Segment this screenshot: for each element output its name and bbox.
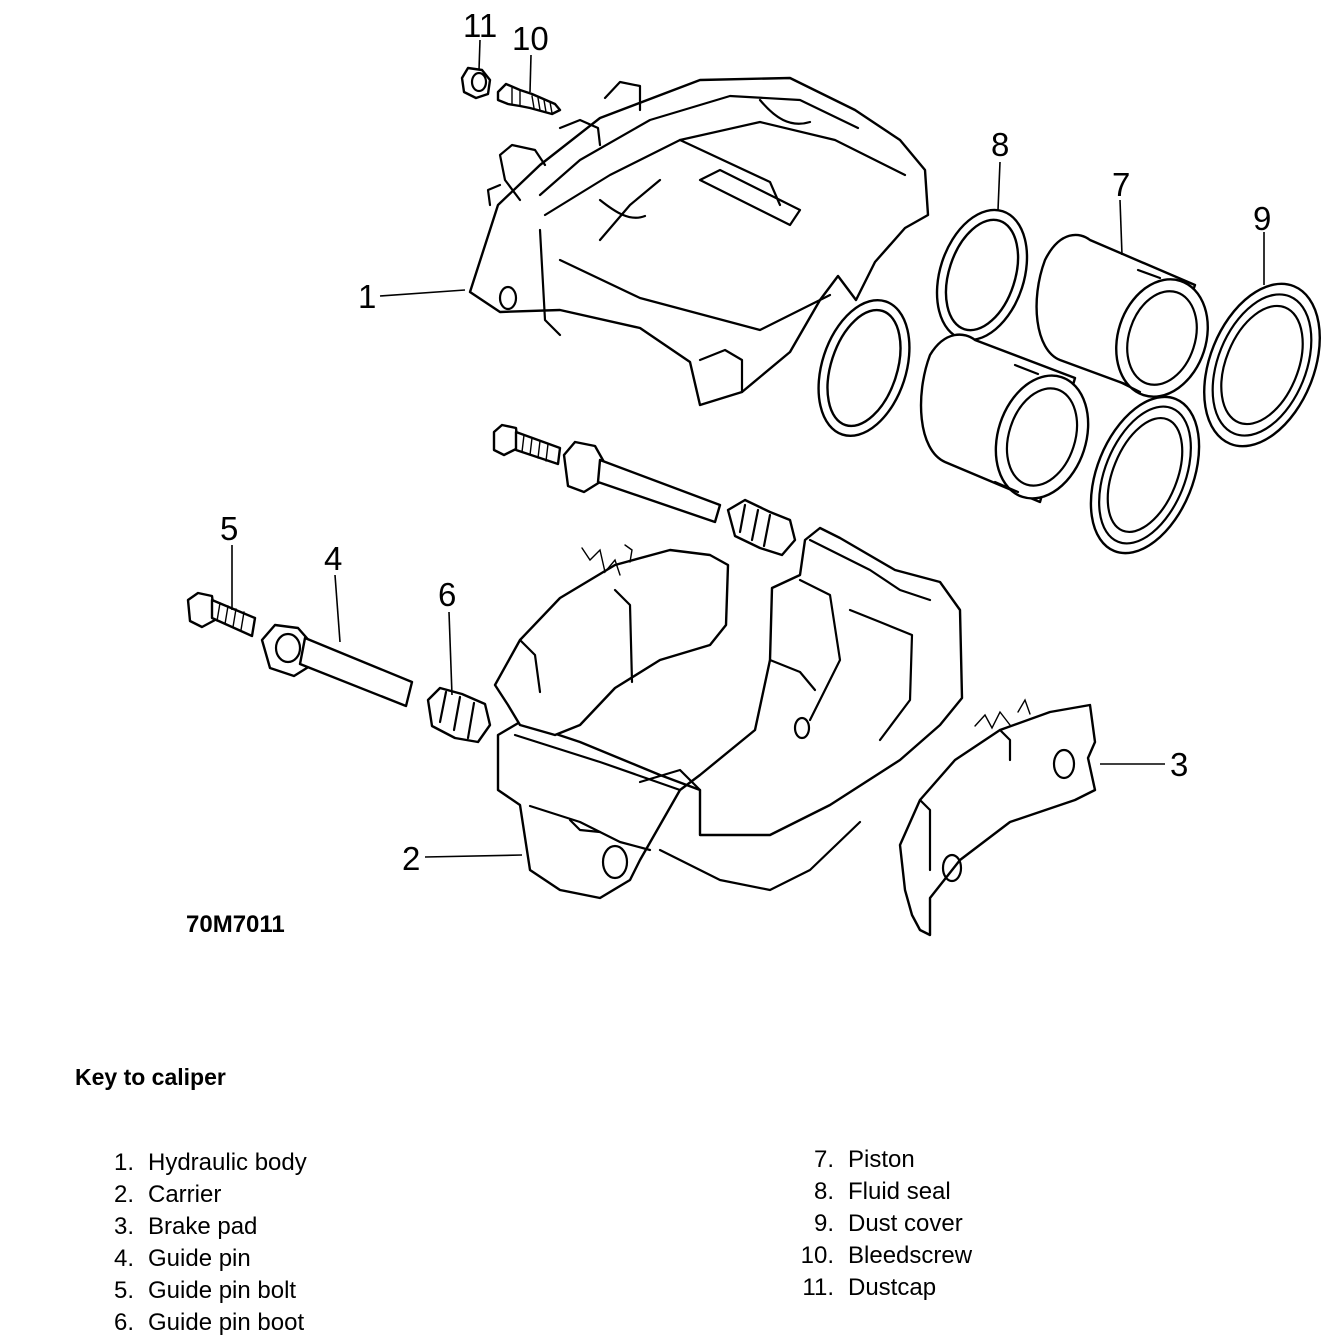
key-item-label: Carrier — [148, 1181, 222, 1208]
key-item: 1. Hydraulic body — [92, 1147, 307, 1179]
key-item: 5. Guide pin bolt — [92, 1275, 307, 1307]
inner-brake-pad-part — [493, 544, 730, 737]
key-item: 3. Brake pad — [92, 1211, 307, 1243]
key-item: 8. Fluid seal — [792, 1176, 972, 1208]
leader-line-2 — [424, 854, 523, 858]
key-item-number: 7. — [813, 1146, 834, 1173]
key-item-label: Brake pad — [148, 1213, 258, 1240]
key-item-number: 4. — [113, 1245, 134, 1272]
leader-line-10 — [529, 54, 532, 93]
key-item-number: 9. — [813, 1210, 834, 1237]
key-item-number: 3. — [113, 1213, 134, 1240]
key-list-left: 1. Hydraulic body 2. Carrier 3. Brake pad 4… — [92, 1147, 307, 1339]
leader-lines — [231, 39, 1265, 858]
hydraulic-body-part — [468, 76, 930, 407]
fluid-seal-part — [817, 208, 1029, 438]
key-item-label: Piston — [848, 1146, 915, 1173]
key-item-number: 6. — [113, 1309, 134, 1336]
callout-4: 4 — [324, 540, 342, 577]
guide-pin-boot-part — [426, 686, 492, 744]
key-item: 9. Dust cover — [792, 1208, 972, 1240]
leader-line-4 — [334, 574, 341, 643]
callout-6: 6 — [438, 576, 456, 613]
dustcap-part — [460, 66, 492, 100]
leader-line-7 — [1119, 199, 1123, 256]
key-item: 6. Guide pin boot — [92, 1307, 307, 1339]
key-list-right: 7. Piston 8. Fluid seal 9. Dust cover 10. Bl… — [792, 1144, 972, 1304]
leader-line-6 — [448, 611, 453, 696]
key-item: 7. Piston — [792, 1144, 972, 1176]
callout-1: 1 — [358, 278, 376, 315]
callout-7: 7 — [1112, 166, 1130, 203]
key-item-label: Bleedscrew — [848, 1242, 973, 1269]
upper-guide-pin-assembly — [492, 423, 797, 557]
callout-labels: 1 2 3 4 5 6 7 8 9 10 11 — [220, 7, 1271, 877]
piston-part — [919, 233, 1209, 504]
key-item-label: Dustcap — [848, 1274, 937, 1301]
key-item-label: Fluid seal — [848, 1178, 951, 1205]
key-item-label: Hydraulic body — [148, 1149, 307, 1176]
guide-pin-part — [260, 623, 414, 708]
leader-line-11 — [478, 39, 481, 71]
callout-2: 2 — [402, 840, 420, 877]
key-title: Key to caliper — [75, 1064, 226, 1090]
carrier-part — [496, 526, 964, 900]
key-item: 2. Carrier — [92, 1179, 307, 1211]
key-item-number: 5. — [113, 1277, 134, 1304]
bleedscrew-part — [496, 82, 562, 116]
key-item-label: Guide pin boot — [148, 1309, 305, 1336]
brake-pad-part — [898, 698, 1097, 937]
key-item-number: 11. — [802, 1274, 834, 1301]
callout-8: 8 — [991, 126, 1009, 163]
key-item-label: Guide pin — [148, 1245, 251, 1272]
guide-pin-bolt-part — [186, 591, 257, 638]
key-item-label: Dust cover — [848, 1210, 963, 1237]
dust-cover-part — [1089, 282, 1321, 555]
key-item: 11. Dustcap — [792, 1272, 972, 1304]
key-item: 4. Guide pin — [92, 1243, 307, 1275]
key-item-number: 10. — [800, 1242, 834, 1269]
callout-3: 3 — [1170, 746, 1188, 783]
key-item-number: 1. — [113, 1149, 134, 1176]
leader-line-1 — [379, 289, 466, 297]
callout-5: 5 — [220, 510, 238, 547]
callout-9: 9 — [1253, 200, 1271, 237]
key-item-number: 2. — [113, 1181, 134, 1208]
key-item-number: 8. — [813, 1178, 834, 1205]
figure-reference-code: 70M7011 — [186, 911, 285, 938]
key-item-label: Guide pin bolt — [148, 1277, 297, 1304]
callout-11: 11 — [463, 7, 497, 44]
key-item: 10. Bleedscrew — [792, 1240, 972, 1272]
callout-10: 10 — [512, 20, 549, 57]
leader-line-8 — [997, 161, 1001, 211]
